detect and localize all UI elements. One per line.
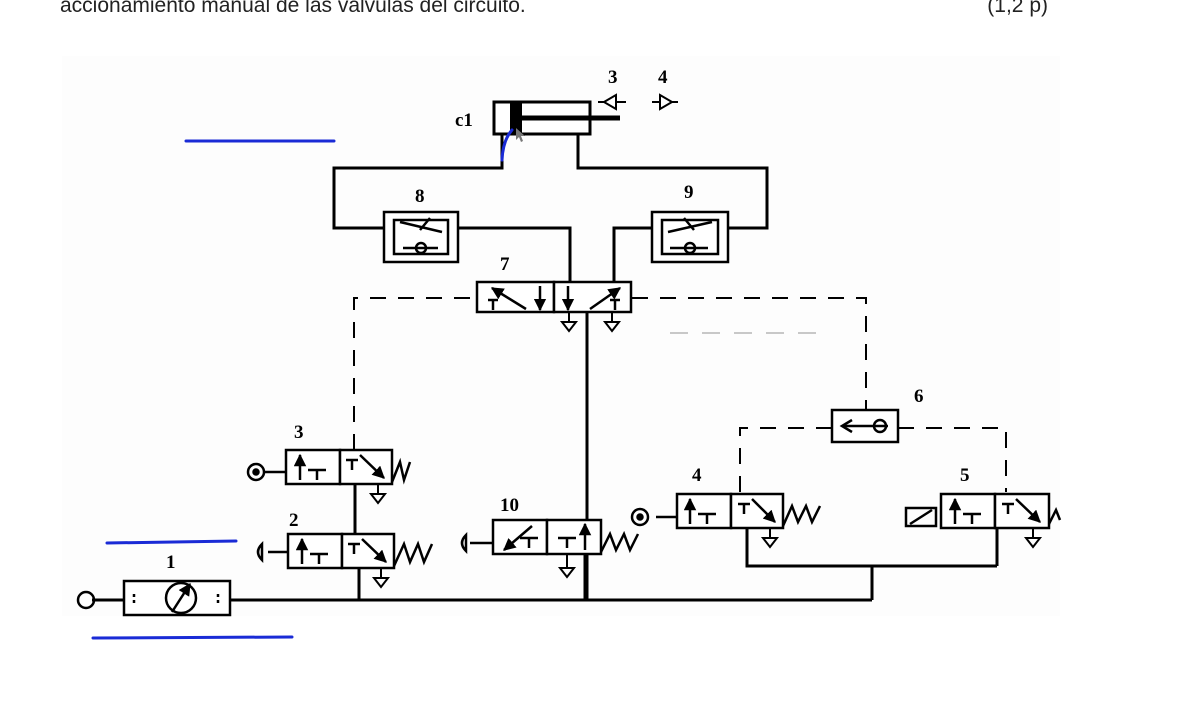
label-10: 10 (500, 495, 519, 516)
question-header: accionamiento manual de las válvulas del… (60, 0, 1050, 20)
valve-10[interactable] (460, 518, 640, 556)
pen-mark-4 (500, 128, 514, 162)
label-1: 1 (166, 552, 176, 573)
label-8: 8 (415, 186, 425, 207)
directional-valve-7[interactable] (475, 280, 633, 314)
cylinder-c1[interactable] (492, 100, 620, 136)
question-text: accionamiento manual de las válvulas del… (60, 0, 526, 17)
air-source-unit-1[interactable] (76, 579, 232, 617)
cylinder-label: c1 (455, 110, 473, 131)
exhaust-7 (559, 312, 622, 333)
pen-annotations (91, 128, 514, 640)
limit-sensor-3 (598, 93, 626, 111)
pen-mark-3 (91, 635, 294, 640)
valve-3[interactable] (246, 448, 412, 486)
question-points: (1,2 p) (987, 0, 1048, 17)
label-2: 2 (289, 510, 299, 531)
label-3: 3 (294, 422, 304, 443)
label-7: 7 (500, 254, 510, 275)
valve-5[interactable] (904, 492, 1062, 530)
flow-control-valve-8[interactable] (382, 210, 460, 264)
cursor-icon (516, 128, 525, 142)
exhaust-4 (760, 528, 780, 549)
exhaust-2 (371, 568, 391, 589)
limit-sensor-4 (652, 93, 678, 111)
shuttle-valve-6[interactable] (830, 408, 900, 444)
valve-4[interactable] (630, 492, 822, 530)
sensor-label-4: 4 (658, 67, 668, 88)
flow-control-valve-9[interactable] (650, 210, 730, 264)
label-4: 4 (692, 465, 702, 486)
sensor-label-3: 3 (608, 67, 618, 88)
exhaust-10 (557, 554, 577, 579)
valve-2[interactable] (256, 532, 434, 570)
pilot-lines (353, 297, 1007, 492)
label-6: 6 (914, 386, 924, 407)
pen-mark-2 (105, 539, 238, 545)
label-9: 9 (684, 182, 694, 203)
exhaust-5 (1023, 528, 1043, 549)
exhaust-3 (368, 484, 388, 505)
pressure-lines (92, 134, 999, 602)
label-5: 5 (960, 465, 970, 486)
